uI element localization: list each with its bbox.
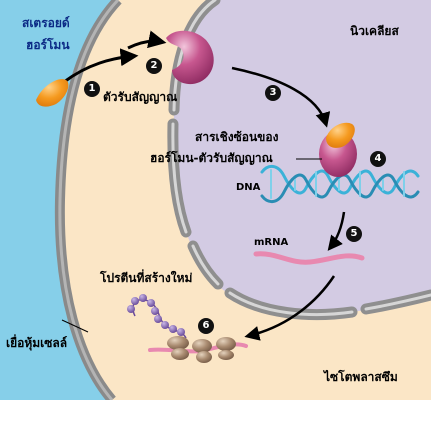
step-1-badge: 1 <box>84 81 100 97</box>
arrow-step-2 <box>127 30 167 50</box>
hormone-molecule <box>36 79 69 107</box>
complex-label-line2: ฮอร์โมน-ตัวรับสัญญาณ <box>150 151 273 165</box>
arrow-step-5 <box>327 211 346 251</box>
arrow-step-6 <box>244 275 336 341</box>
nucleus-region <box>173 0 431 314</box>
arrow-step-1 <box>63 48 139 84</box>
nucleus-label: นิวเคลียส <box>350 24 399 38</box>
ribosomes <box>167 336 236 363</box>
receptor-label: ตัวรับสัญญาณ <box>103 90 178 104</box>
mrna-strand <box>253 251 365 265</box>
dna-label: DNA <box>236 182 261 193</box>
steroid-hormone-label-line2: ฮอร์โมน <box>26 38 70 52</box>
dna-helix <box>260 165 420 203</box>
step-5-badge: 5 <box>346 226 362 242</box>
new-protein-label: โปรตีนที่สร้างใหม่ <box>100 271 193 285</box>
steroid-hormone-label-line1: สเตรอยด์ <box>22 16 70 30</box>
receptor-protein <box>166 30 214 85</box>
complex-hormone <box>326 122 355 148</box>
step-6-badge: 6 <box>198 318 214 334</box>
step-4-badge: 4 <box>370 151 386 167</box>
arrow-step-3 <box>231 66 331 128</box>
complex-label-line1: สารเชิงซ้อนของ <box>195 130 279 144</box>
mrna-label: mRNA <box>254 237 289 248</box>
step-3-badge: 3 <box>265 85 281 101</box>
new-protein-chain <box>127 294 187 339</box>
cytoplasm-label: ไซโตพลาสซึม <box>324 370 398 384</box>
membrane-pointer-line <box>61 319 89 333</box>
cell-membrane-label: เยื่อหุ้มเซลล์ <box>6 336 68 350</box>
step-2-badge: 2 <box>146 58 162 74</box>
